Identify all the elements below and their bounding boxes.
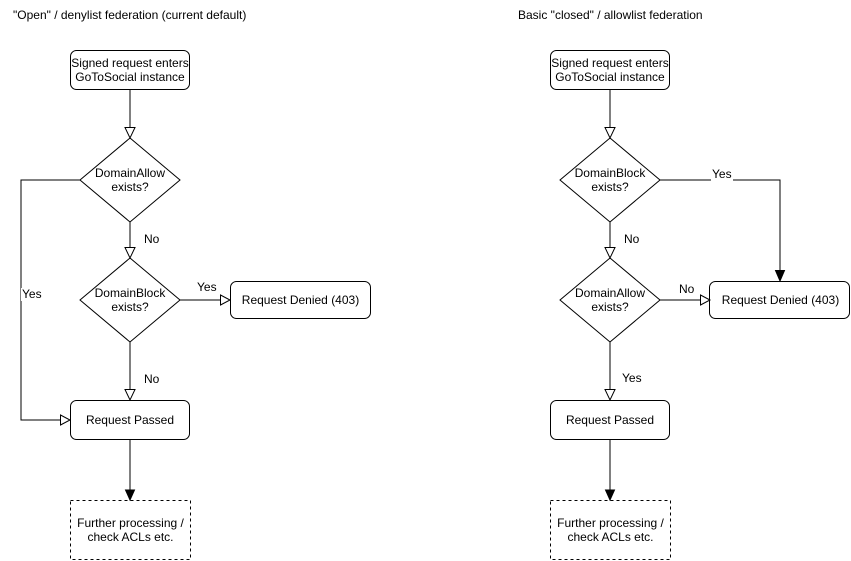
left-flow-arrowheads	[60, 127, 232, 502]
right-denied-node: Request Denied (403)	[721, 293, 840, 307]
arrowhead-filled-icon	[124, 489, 136, 502]
right-decision1-shape	[559, 137, 661, 223]
arrowhead-filled-icon	[604, 489, 616, 502]
arrowhead-open-icon	[60, 414, 72, 426]
arrowhead-open-icon	[124, 127, 136, 140]
right-passed-node: Request Passed	[565, 413, 655, 427]
left-passed-node: Request Passed	[85, 413, 175, 427]
left-start-shape	[70, 50, 190, 90]
left-edge-label-no-1: No	[143, 232, 161, 246]
right-edge-label-yes-1: Yes	[711, 167, 733, 181]
right-decision2-shape	[559, 257, 661, 343]
right-flow-arrowheads	[604, 127, 786, 502]
right-flow-title: Basic "closed" / allowlist federation	[518, 8, 703, 22]
right-start-shape	[550, 50, 670, 90]
left-decision-domainallow: DomainAllow exists?	[94, 166, 166, 194]
left-further-node: Further processing / check ACLs etc.	[77, 516, 184, 544]
arrowhead-open-icon	[220, 294, 232, 306]
left-edge-label-no-2: No	[143, 372, 161, 386]
left-start-node: Signed request enters GoToSocial instanc…	[71, 56, 189, 84]
right-flow-shapes	[550, 50, 850, 560]
right-edge-label-no-1: No	[623, 232, 641, 246]
right-decision-domainblock: DomainBlock exists?	[574, 166, 646, 194]
right-start-node: Signed request enters GoToSocial instanc…	[551, 56, 669, 84]
arrowhead-open-icon	[124, 389, 136, 402]
right-further-shape	[550, 500, 671, 560]
arrowhead-open-icon	[124, 247, 136, 260]
right-edge-label-no-2: No	[678, 282, 696, 296]
right-decision-domainallow: DomainAllow exists?	[574, 286, 646, 314]
arrowhead-open-icon	[604, 247, 616, 260]
left-decision2-shape	[79, 257, 181, 343]
arrowhead-open-icon	[604, 127, 616, 140]
right-flow-connectors	[609, 90, 781, 491]
left-edge-label-yes-2: Yes	[196, 280, 218, 294]
left-flow-shapes	[70, 50, 371, 560]
left-further-shape	[70, 500, 191, 560]
left-denied-node: Request Denied (403)	[241, 293, 360, 307]
left-decision1-shape	[79, 137, 181, 223]
left-flow-title: "Open" / denylist federation (current de…	[13, 8, 247, 22]
left-edge-label-yes-loop: Yes	[21, 287, 43, 301]
arrowhead-open-icon	[604, 389, 616, 402]
right-further-node: Further processing / check ACLs etc.	[557, 516, 664, 544]
right-edge-label-yes-2: Yes	[621, 371, 643, 385]
left-decision-domainblock: DomainBlock exists?	[94, 286, 166, 314]
arrowhead-open-icon	[700, 294, 712, 306]
arrowhead-filled-icon	[774, 270, 786, 283]
